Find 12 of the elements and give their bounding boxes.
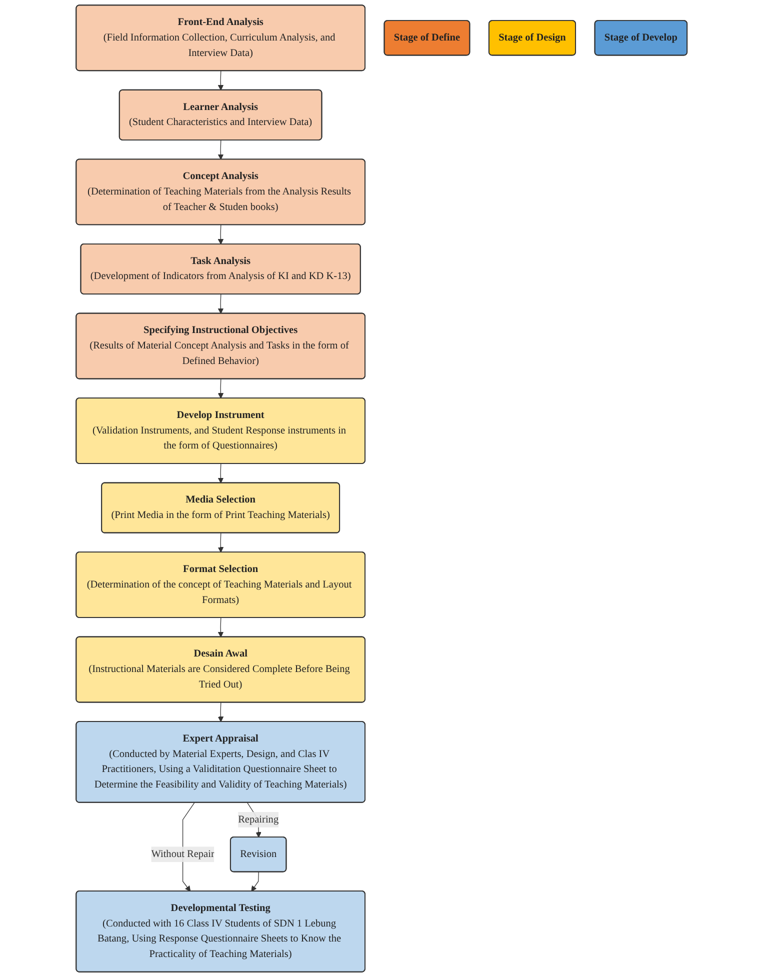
edge-label: Without Repair <box>151 848 214 860</box>
arrow <box>218 618 224 638</box>
arrow <box>218 70 224 90</box>
arrow <box>218 224 224 244</box>
edge-label: Repairing <box>238 814 278 825</box>
arrow <box>218 294 224 314</box>
arrow <box>218 702 224 722</box>
arrow <box>218 463 224 484</box>
arrow <box>218 140 224 160</box>
arrow <box>251 872 259 892</box>
arrow <box>218 378 224 399</box>
arrow <box>218 532 224 553</box>
